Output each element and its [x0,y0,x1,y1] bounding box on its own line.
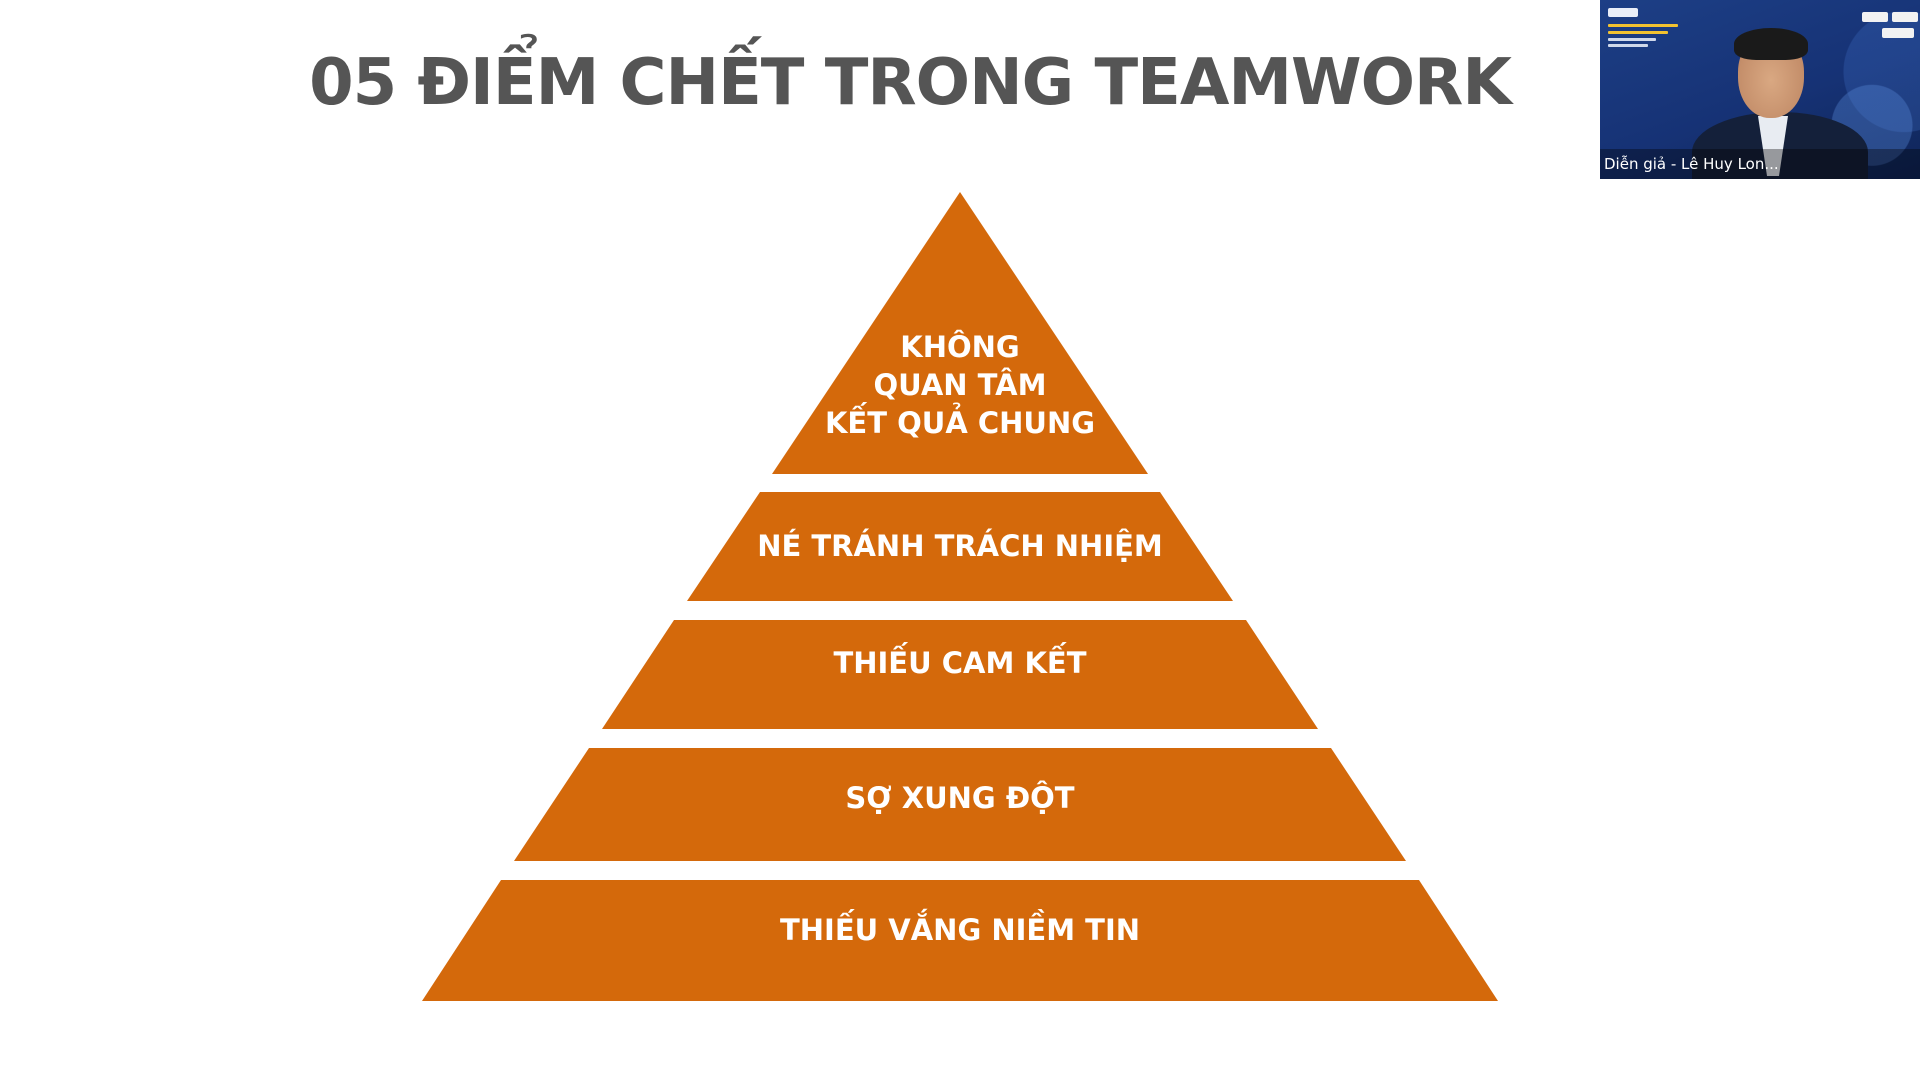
speaker-webcam-tile[interactable]: Diễn giả - Lê Huy Lon... [1600,0,1920,179]
pyramid-level-2 [687,492,1233,601]
pyramid-level-3 [602,620,1318,729]
speaker-hair [1734,28,1808,60]
pyramid-level-3-label: THIẾU CAM KẾT [833,643,1086,680]
speaker-name-bar [1600,149,1920,179]
event-logo [1608,8,1638,17]
sponsor-logo [1862,12,1888,22]
pyramid-level-1-line-2: QUAN TÂM [874,368,1047,402]
pyramid-level-1-line-3: KẾT QUẢ CHUNG [825,403,1095,440]
speaker-name-label: Diễn giả - Lê Huy Lon... [1604,155,1779,173]
pyramid-level-1 [772,192,1148,474]
pyramid-level-1-line-1: KHÔNG [900,330,1019,364]
event-banner-line [1608,31,1668,34]
pyramid-level-5 [422,880,1498,1001]
event-banner-line [1608,44,1648,47]
pyramid-level-4 [514,748,1406,861]
pyramid-level-4-label: SỢ XUNG ĐỘT [845,781,1074,815]
sponsor-logo [1882,28,1914,38]
pyramid-level-2-label: NÉ TRÁNH TRÁCH NHIỆM [757,529,1163,563]
pyramid-level-5-label: THIẾU VẮNG NIỀM TIN [780,910,1140,947]
slide-title: 05 ĐIỂM CHẾT TRONG TEAMWORK [309,46,1512,120]
event-banner-line [1608,38,1656,41]
sponsor-logo [1892,12,1918,22]
event-banner-line [1608,24,1678,27]
